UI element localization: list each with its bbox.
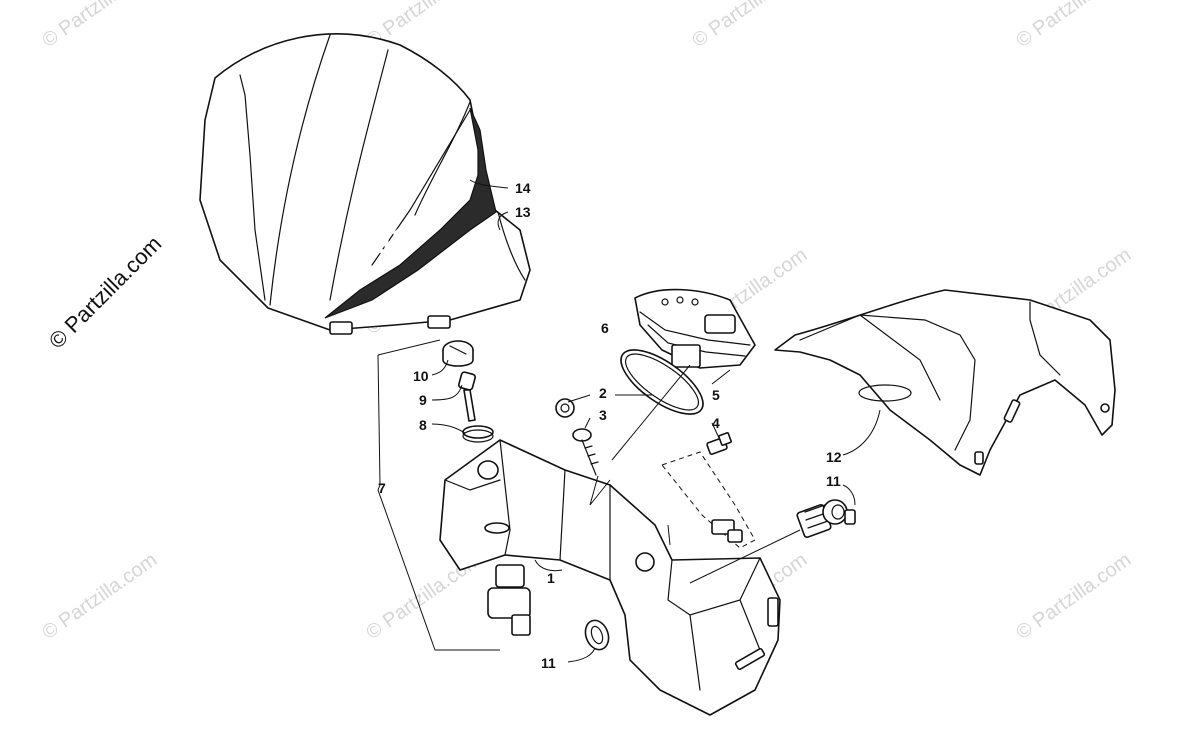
- callout-4: 4: [712, 415, 720, 431]
- watermark-main: © Partzilla.com: [44, 231, 167, 354]
- callout-11-upper: 11: [826, 473, 841, 489]
- callout-1: 1: [547, 570, 555, 586]
- harness-outline: [661, 451, 756, 549]
- callout-12: 12: [826, 449, 842, 465]
- callouts: 14 13 10 9 8 7 6 5 4 2 3 1 12 11 11: [378, 180, 842, 671]
- leader-lines: [377, 179, 881, 663]
- part-9-key: [458, 371, 476, 422]
- callout-9: 9: [419, 392, 427, 408]
- callout-14: 14: [515, 180, 531, 196]
- part-2-nut: [555, 398, 575, 418]
- callout-5: 5: [712, 387, 720, 403]
- watermark-top-4: © Partzilla.com: [1012, 0, 1135, 52]
- part-8-bezel: [462, 425, 494, 443]
- part-10-key-cap: [442, 340, 474, 367]
- watermark-bot-4: © Partzilla.com: [1012, 549, 1135, 644]
- part-11-nut-lower: [584, 619, 610, 651]
- watermark-top-3: © Partzilla.com: [688, 0, 811, 52]
- callout-11-lower: 11: [541, 655, 556, 671]
- part-7-ignition-switch: [487, 564, 531, 636]
- callout-3: 3: [599, 407, 607, 423]
- part-6-seal-ring: [620, 349, 704, 415]
- callout-7: 7: [378, 480, 386, 496]
- callout-10: 10: [413, 368, 429, 384]
- callout-13: 13: [515, 204, 531, 220]
- part-12-shroud: [774, 289, 1116, 476]
- callout-6: 6: [601, 320, 609, 336]
- callout-8: 8: [419, 417, 427, 433]
- part-1-housing: [439, 439, 781, 716]
- part-11-outlet-upper: [796, 499, 856, 538]
- part-13-fairing: XR: [199, 33, 531, 335]
- part-3-screw: [572, 428, 599, 476]
- callout-2: 2: [599, 385, 607, 401]
- watermark-top-1: © Partzilla.com: [38, 0, 161, 52]
- part-5-gauge: [634, 288, 756, 369]
- part-4-connector: [706, 432, 732, 455]
- watermark-bot-1: © Partzilla.com: [38, 549, 161, 644]
